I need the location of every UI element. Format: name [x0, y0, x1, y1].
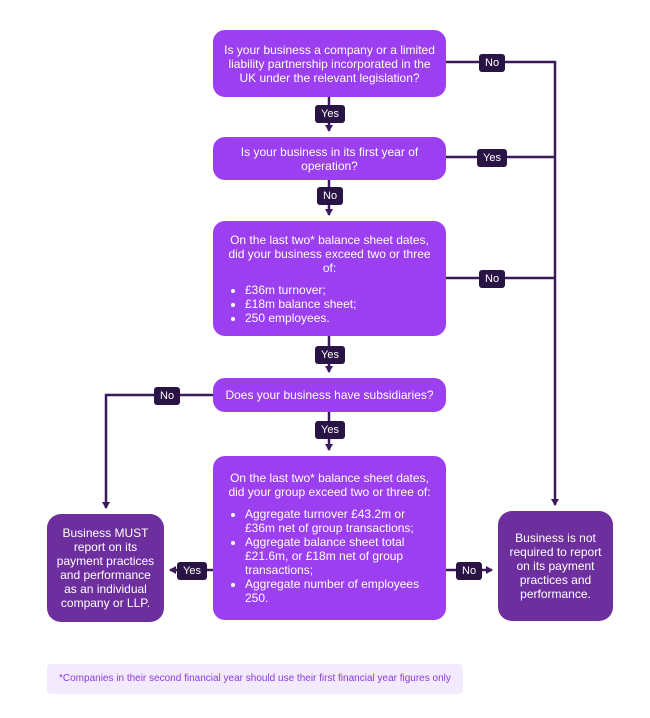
edge-label-q5-yes: Yes	[177, 562, 207, 580]
outcome-not-required-text: Business is not required to report on it…	[509, 531, 602, 601]
business-threshold-item: £36m turnover;	[245, 283, 436, 297]
group-threshold-item: Aggregate number of employees 250.	[245, 577, 436, 605]
question-first-year: Is your business in its first year of op…	[213, 137, 446, 180]
business-threshold-item: £18m balance sheet;	[245, 297, 436, 311]
outcome-not-required: Business is not required to report on it…	[498, 511, 613, 621]
question-first-year-text: Is your business in its first year of op…	[240, 144, 419, 173]
edge-label-q1-yes: Yes	[315, 105, 345, 123]
edge-label-q2-no: No	[317, 187, 344, 205]
question-incorporated: Is your business a company or a limited …	[213, 30, 446, 97]
edge-label-q5-no: No	[456, 562, 483, 580]
group-threshold-item: Aggregate balance sheet total £21.6m, or…	[245, 535, 436, 577]
group-threshold-item: Aggregate turnover £43.2m or £36m net of…	[245, 507, 436, 535]
edge-label-q4-no: No	[154, 387, 181, 405]
footnote: *Companies in their second financial yea…	[47, 664, 463, 694]
business-threshold-item: 250 employees.	[245, 311, 436, 325]
question-business-thresholds: On the last two* balance sheet dates, di…	[213, 221, 446, 336]
question-subsidiaries-text: Does your business have subsidiaries?	[225, 388, 434, 402]
edge-label-q2-yes: Yes	[477, 149, 507, 167]
edge-label-q3-yes: Yes	[315, 346, 345, 364]
group-threshold-list: Aggregate turnover £43.2m or £36m net of…	[223, 507, 436, 605]
question-incorporated-text: Is your business a company or a limited …	[224, 42, 435, 85]
business-threshold-list: £36m turnover; £18m balance sheet; 250 e…	[223, 283, 436, 325]
question-subsidiaries: Does your business have subsidiaries?	[213, 378, 446, 412]
edge-label-q3-no: No	[479, 270, 506, 288]
outcome-must-report: Business MUST report on its payment prac…	[47, 514, 164, 622]
question-group-thresholds-text: On the last two* balance sheet dates, di…	[228, 471, 431, 499]
question-group-thresholds: On the last two* balance sheet dates, di…	[213, 456, 446, 620]
edge-label-q4-yes: Yes	[315, 421, 345, 439]
outcome-must-report-text: Business MUST report on its payment prac…	[56, 526, 155, 610]
edge-label-q1-no: No	[479, 54, 506, 72]
question-business-thresholds-text: On the last two* balance sheet dates, di…	[228, 232, 431, 275]
